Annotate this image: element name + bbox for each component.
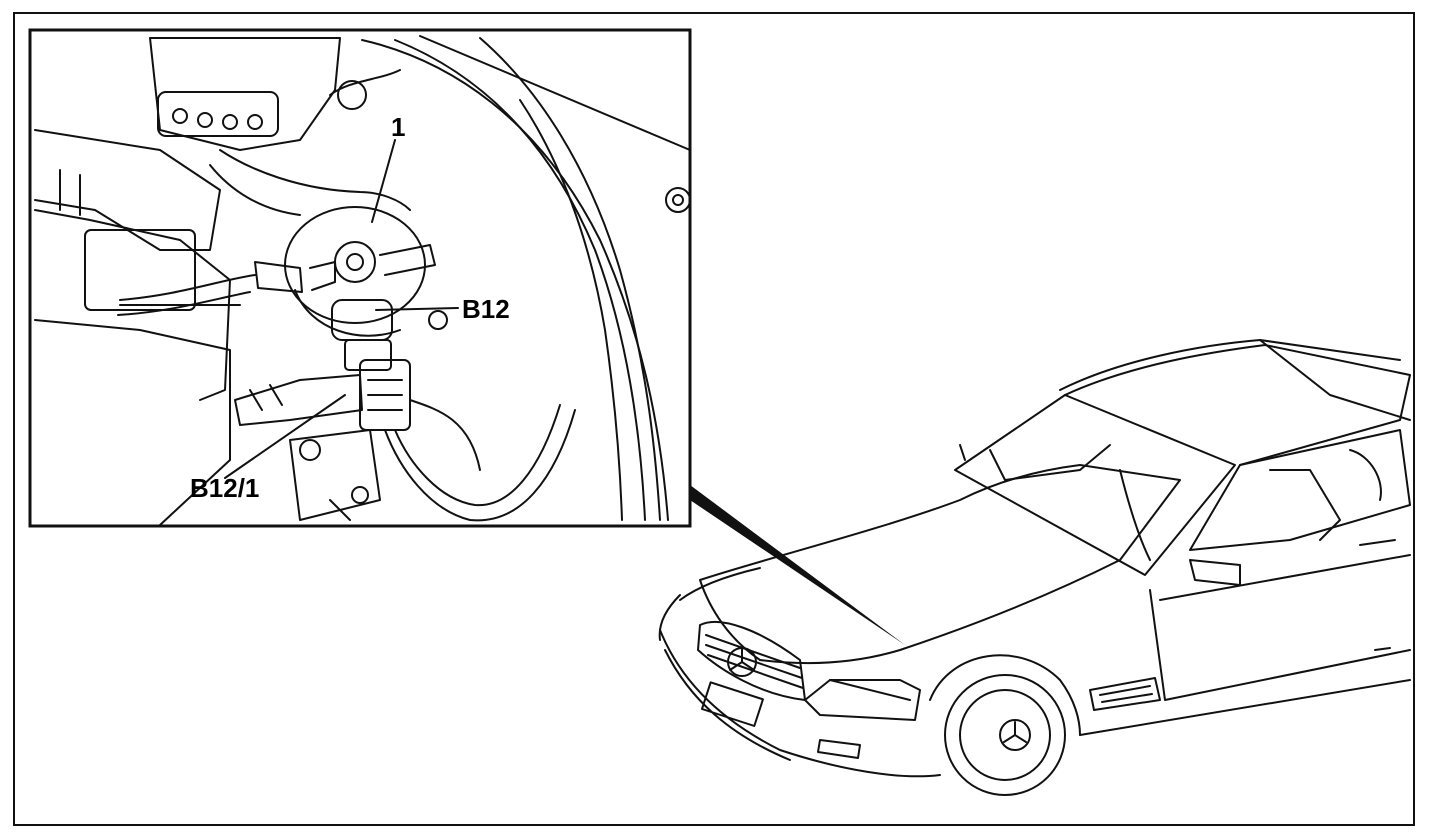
body-bolt: [665, 187, 691, 213]
callout-label-b12: B12: [462, 294, 510, 324]
wire-top: [219, 149, 411, 211]
hose-fitting-left: [254, 261, 303, 293]
car-sill: [1079, 679, 1411, 736]
car-hood: [699, 464, 1181, 664]
car-windshield: [954, 394, 1236, 576]
fender-curve-outer: [361, 39, 669, 521]
harness-b12: [384, 409, 576, 522]
relay-box: [84, 229, 196, 311]
fender-curve-3: [479, 37, 661, 521]
car-front-bumper: [659, 629, 941, 778]
car-plate: [700, 681, 764, 727]
ground-stud: [428, 310, 448, 330]
leader-b12: [375, 307, 459, 311]
outer-frame: [13, 12, 1415, 826]
fender-curve-4: [519, 99, 623, 521]
connector-plug: [157, 91, 279, 137]
pointer-wedge: [690, 485, 905, 645]
bonnet-edge: [419, 35, 691, 151]
inset-frame: [28, 28, 692, 528]
leader-b12-1: [224, 394, 346, 479]
car-front-wheel: [944, 674, 1066, 796]
bracket: [289, 429, 381, 521]
hose-left: [119, 274, 256, 301]
callout-label-1: 1: [391, 112, 406, 142]
car-roof: [1064, 344, 1411, 466]
mount-bolt: [337, 80, 367, 110]
sensor-b12-1: [234, 374, 363, 426]
car-headlight: [804, 679, 921, 721]
car-illustration: [658, 339, 1411, 796]
car-side-window: [1189, 429, 1411, 551]
leader-1: [371, 139, 396, 223]
car-mirror: [1189, 559, 1241, 586]
connector-housing: [149, 37, 341, 151]
engine-block-left: [34, 129, 221, 251]
car-door: [1149, 589, 1411, 701]
hose-fitting-right: [379, 244, 436, 276]
detail-inset: [28, 28, 692, 528]
fender-curve-2: [394, 39, 646, 521]
callout-label-b12-1: B12/1: [190, 473, 260, 503]
